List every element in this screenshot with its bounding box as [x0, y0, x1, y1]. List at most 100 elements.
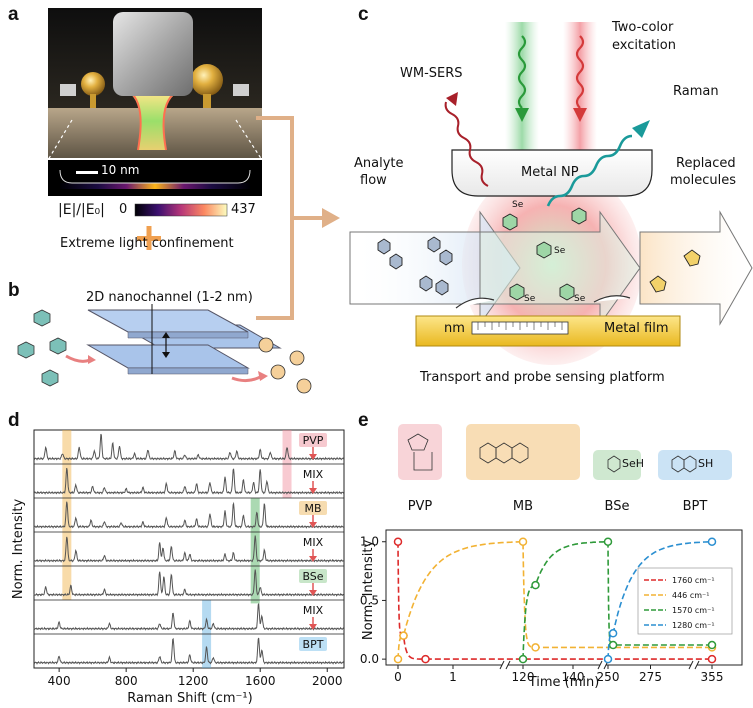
- spectrum-tag-bg-2: [299, 501, 327, 515]
- kinetics-point-end-2: [707, 640, 717, 650]
- spectrum-tag-bse-4: BSe: [302, 570, 323, 583]
- highlight-band-1760: [282, 430, 292, 498]
- spectrum-tag-bpt-6: BPT: [303, 638, 324, 651]
- nm-label: nm: [444, 321, 465, 336]
- highlight-band-446: [62, 430, 72, 600]
- spectrum-mix-1: [33, 467, 345, 495]
- molecule-name-bpt: BPT: [683, 499, 708, 514]
- kinetics-point-1-2: [518, 537, 528, 546]
- spectra-x-axis-label: Raman Shift (cm⁻¹): [127, 691, 252, 706]
- spectra-x-tick-2000: 2000: [312, 674, 343, 688]
- legend-entry-3: 1280 cm⁻¹: [672, 621, 715, 630]
- kinetics-y-axis-label: Norm. Intensity: [361, 540, 376, 641]
- highlight-band-1570: [250, 498, 260, 604]
- kinetics-x-tick-1: 1: [449, 670, 457, 684]
- spectra-x-tick-1600: 1600: [245, 674, 276, 688]
- spectra-x-tick-1200: 1200: [178, 674, 209, 688]
- kinetics-x-tick-250: 250: [597, 670, 620, 684]
- spectrum-bse-4: [33, 569, 344, 597]
- metal-film-label: Metal film: [604, 321, 669, 336]
- kinetics-point-0-1: [399, 631, 408, 640]
- spectrum-mix-3: [33, 535, 344, 563]
- pvp-structure-box: [398, 424, 442, 480]
- molecules-label: molecules: [670, 173, 736, 188]
- panel-label-c: c: [358, 4, 369, 25]
- kinetics-y-tick-0: 0.0: [360, 652, 379, 666]
- panel-label-d: d: [8, 410, 20, 431]
- kinetics-point-1-1: [399, 631, 408, 640]
- panel-label-b: b: [8, 280, 20, 301]
- molecule-name-pvp: PVP: [408, 499, 433, 514]
- bpt-structure-box: [658, 450, 732, 480]
- spectrum-tag-bg-6: [299, 637, 327, 651]
- kinetics-x-tick-275: 275: [639, 670, 662, 684]
- kinetics-y-tick-1: 0.5: [360, 593, 379, 607]
- raman-label: Raman: [673, 84, 719, 99]
- spectra-y-axis-label: Norm. Intensity: [11, 499, 26, 600]
- bpt-structure-text: SH: [698, 457, 713, 470]
- spectra-x-tick-400: 400: [48, 674, 71, 688]
- kinetics-x-tick-140: 140: [562, 670, 585, 684]
- kinetics-point-2-3: [608, 640, 618, 650]
- kinetics-point-1-3: [531, 643, 540, 652]
- kinetics-curve-1: [397, 540, 712, 660]
- kinetics-point-2-0: [518, 654, 528, 664]
- spectrum-mix-5: [33, 603, 345, 631]
- flow-label: flow: [360, 173, 387, 188]
- kinetics-point-0-2: [421, 654, 430, 664]
- spectrum-bpt-6: [33, 637, 345, 665]
- analyte-label: Analyte: [354, 156, 404, 171]
- legend-entry-0: 1760 cm⁻¹: [672, 576, 715, 585]
- kinetics-point-3-0: [603, 654, 613, 664]
- kinetics-point-0-0: [393, 537, 403, 546]
- spectrum-tag-pvp-0: PVP: [303, 434, 324, 447]
- bse-structure-box: [593, 450, 641, 480]
- kinetics-y-tick-2: 1.0: [360, 535, 379, 549]
- excitation-label: excitation: [612, 38, 676, 53]
- kinetics-frame: [385, 529, 743, 666]
- spectrum-tag-mix-1: MIX: [303, 468, 324, 481]
- spectrum-tag-bg-4: [299, 569, 327, 583]
- kinetics-x-axis-label: Time (min): [528, 675, 600, 690]
- metal-np-label: Metal NP: [521, 165, 579, 180]
- molecule-name-mb: MB: [513, 499, 533, 514]
- legend-entry-2: 1570 cm⁻¹: [672, 606, 715, 615]
- kinetics-point-end-1: [707, 643, 717, 652]
- selenium-label-4: Se: [574, 294, 586, 304]
- spectrum-tag-mix-5: MIX: [303, 604, 324, 617]
- panel-c-caption: Transport and probe sensing platform: [420, 370, 665, 385]
- kinetics-point-end-0: [707, 654, 717, 664]
- kinetics-point-2-2: [603, 537, 613, 546]
- molecule-name-bse: BSe: [605, 499, 630, 514]
- kinetics-point-1-0: [393, 654, 403, 664]
- kinetics-x-tick-120: 120: [512, 670, 535, 684]
- bse-structure-text: SeH: [622, 457, 644, 470]
- spectrum-tag-mb-2: MB: [304, 502, 321, 515]
- kinetics-point-3-1: [608, 629, 618, 638]
- wm-sers-label: WM-SERS: [400, 66, 463, 81]
- selenium-label-3: Se: [524, 294, 536, 304]
- colorbar-max: 437: [231, 202, 256, 217]
- two-color-label: Two-color: [612, 20, 674, 35]
- spectra-x-tick-800: 800: [115, 674, 138, 688]
- selenium-label-2: Se: [554, 246, 566, 256]
- highlight-band-1280: [202, 600, 212, 668]
- legend-entry-1: 446 cm⁻¹: [672, 591, 709, 600]
- kinetics-curve-0: [397, 541, 712, 660]
- kinetics-point-3-2: [707, 537, 717, 546]
- panel-label-a: a: [8, 4, 19, 25]
- selenium-label-1: Se: [512, 200, 524, 210]
- nanochannel-label: 2D nanochannel (1-2 nm): [86, 290, 253, 305]
- spectrum-pvp-0: [33, 433, 345, 461]
- kinetics-curve-3: [607, 540, 713, 660]
- field-enhancement-label: |E|/|E₀|: [58, 202, 105, 218]
- spectra-frame: [33, 429, 345, 669]
- kinetics-legend: [637, 567, 733, 635]
- kinetics-x-tick-355: 355: [701, 670, 724, 684]
- spectrum-mb-2: [33, 501, 345, 529]
- kinetics-curve-2: [522, 540, 712, 660]
